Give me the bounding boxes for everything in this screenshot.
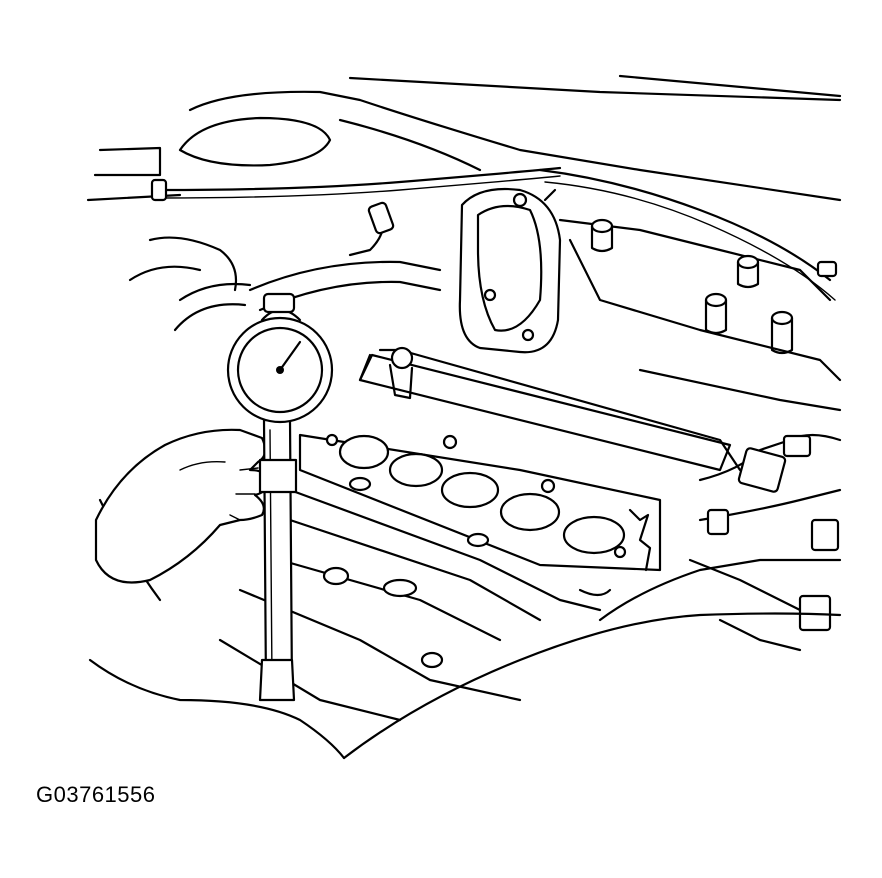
hood-panel [86, 74, 842, 202]
intake-ports [298, 433, 662, 572]
throttle-body [458, 187, 562, 354]
right-harness [578, 433, 842, 652]
compression-gauge-icon [226, 292, 334, 702]
fuel-rail [358, 346, 742, 472]
hand-icon [94, 428, 272, 584]
lower-block [218, 476, 842, 722]
wire-harness-top [150, 166, 838, 301]
figure-code: G03761556 [36, 782, 156, 807]
right-upper-block [558, 218, 842, 412]
